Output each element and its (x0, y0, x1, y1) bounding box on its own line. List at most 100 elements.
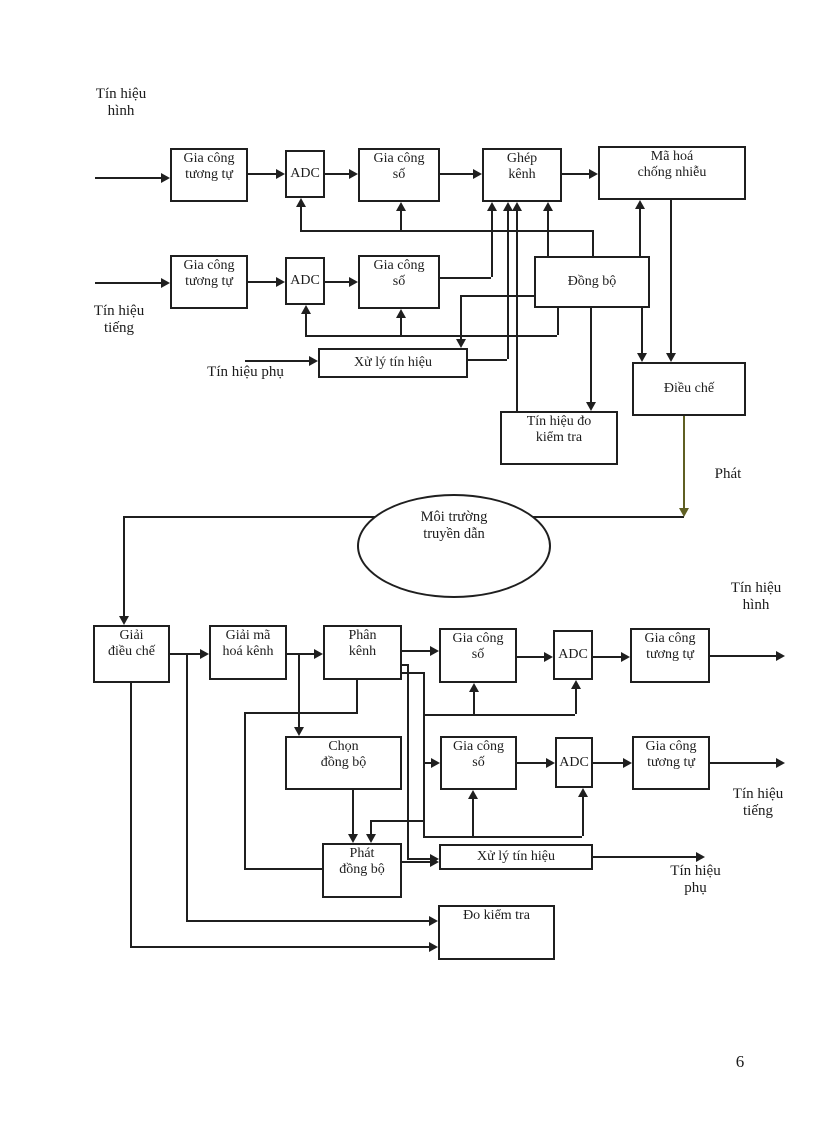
arrowhead (589, 169, 598, 179)
connector-line (300, 203, 302, 230)
block-digital-processing-video-tx: Gia công số (358, 148, 440, 202)
connector-line (639, 205, 641, 256)
connector-line (460, 295, 534, 297)
block-sync-select: Chọn đồng bộ (285, 736, 402, 790)
connector-line (460, 295, 462, 343)
channel-medium-ellipse: Môi trường truyền dẫn (357, 494, 551, 598)
arrowhead (543, 202, 553, 211)
connector-line (407, 858, 434, 860)
block-test-measure: Đo kiểm tra (438, 905, 555, 960)
arrowhead (296, 198, 306, 207)
arrowhead (119, 616, 129, 625)
arrowhead (349, 169, 358, 179)
connector-line (402, 672, 423, 674)
connector-line (423, 836, 582, 838)
connector-line (123, 516, 125, 619)
label-input-audio: Tín hiệu tiếng (93, 303, 145, 337)
connector-line (507, 207, 509, 359)
connector-line (423, 672, 425, 836)
arrowhead (200, 649, 209, 659)
block-analog-processing-video-tx: Gia công tương tự (170, 148, 248, 202)
arrowhead (546, 758, 555, 768)
arrowhead (637, 353, 647, 362)
connector-line (400, 314, 402, 335)
block-digital-processing-audio-rx: Gia công số (440, 736, 517, 790)
block-error-protection-coding: Mã hoá chống nhiễu (598, 146, 746, 200)
connector-line (683, 416, 685, 511)
connector-line (592, 230, 594, 256)
connector-line (248, 173, 280, 175)
label-transmit: Phát (714, 466, 742, 482)
connector-line (590, 308, 592, 406)
arrowhead (456, 339, 466, 348)
arrowhead (776, 758, 785, 768)
block-channel-decoding: Giải mã hoá kênh (209, 625, 287, 680)
connector-line (593, 762, 626, 764)
arrowhead (776, 651, 785, 661)
block-test-signal: Tín hiệu đo kiểm tra (500, 411, 618, 465)
arrowhead (469, 683, 479, 692)
connector-line (407, 664, 409, 858)
label-input-aux: Tín hiệu phụ (207, 364, 284, 380)
connector-line (575, 685, 577, 714)
connector-line (402, 650, 434, 652)
connector-line (472, 795, 474, 836)
connector-line (248, 281, 280, 283)
connector-line (423, 714, 575, 716)
arrowhead (586, 402, 596, 411)
arrowhead (396, 309, 406, 318)
block-demodulation: Giải điều chế (93, 625, 170, 683)
connector-line (130, 946, 429, 948)
arrowhead (430, 646, 439, 656)
arrowhead (276, 169, 285, 179)
block-adc-video-tx: ADC (285, 150, 325, 198)
connector-line (593, 656, 625, 658)
connector-line (130, 683, 132, 946)
connector-line (473, 688, 475, 714)
connector-line (440, 173, 477, 175)
arrowhead (276, 277, 285, 287)
connector-line (517, 762, 549, 764)
connector-line (400, 207, 402, 230)
connector-line (440, 277, 491, 279)
arrowhead (468, 790, 478, 799)
block-analog-processing-audio-tx: Gia công tương tự (170, 255, 248, 309)
arrowhead (161, 278, 170, 288)
connector-line (468, 359, 507, 361)
label-input-video: Tín hiệu hình (95, 86, 147, 120)
connector-line (593, 856, 700, 858)
label-output-audio: Tín hiệu tiếng (732, 786, 784, 820)
block-signal-processing-tx: Xử lý tín hiệu (318, 348, 468, 378)
arrowhead (571, 680, 581, 689)
block-signal-processing-rx: Xử lý tín hiệu (439, 844, 593, 870)
arrowhead (349, 277, 358, 287)
arrowhead (544, 652, 553, 662)
connector-line (641, 308, 643, 357)
page-number: 6 (735, 1052, 745, 1071)
connector-line (547, 207, 549, 256)
connector-line (95, 177, 165, 179)
connector-line (517, 656, 548, 658)
arrowhead (473, 169, 482, 179)
connector-line (244, 712, 246, 868)
connector-line (356, 680, 358, 712)
connector-line (402, 664, 407, 666)
arrowhead (429, 916, 438, 926)
arrowhead (623, 758, 632, 768)
connector-line (370, 820, 423, 822)
arrowhead (487, 202, 497, 211)
arrowhead (309, 356, 318, 366)
connector-line (95, 282, 165, 284)
arrowhead (161, 173, 170, 183)
connector-line (370, 820, 372, 838)
connector-line (402, 861, 434, 863)
arrowhead (679, 508, 689, 517)
connector-line (670, 200, 672, 357)
connector-line (186, 653, 188, 920)
arrowhead (348, 834, 358, 843)
block-digital-processing-audio-tx: Gia công số (358, 255, 440, 309)
label-output-aux: Tín hiệu phụ (670, 863, 721, 897)
connector-line (516, 207, 518, 411)
